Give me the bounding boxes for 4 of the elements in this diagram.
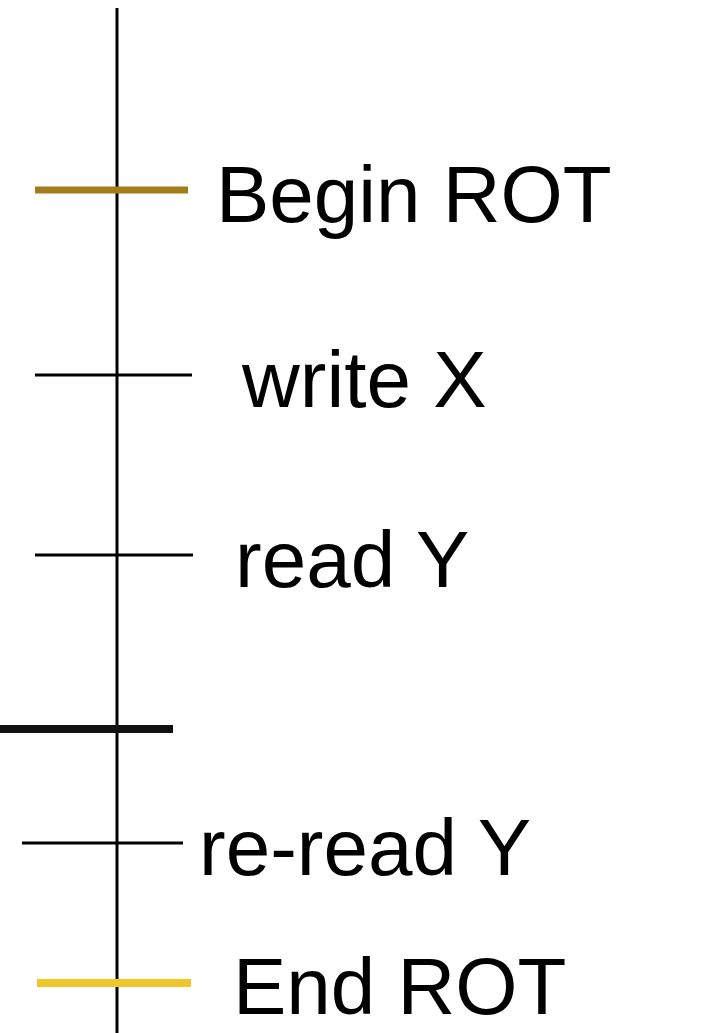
event-label: re-read Y: [199, 808, 532, 888]
event-label: End ROT: [233, 947, 567, 1027]
event-label: write X: [242, 340, 487, 420]
event-label: read Y: [235, 520, 470, 600]
